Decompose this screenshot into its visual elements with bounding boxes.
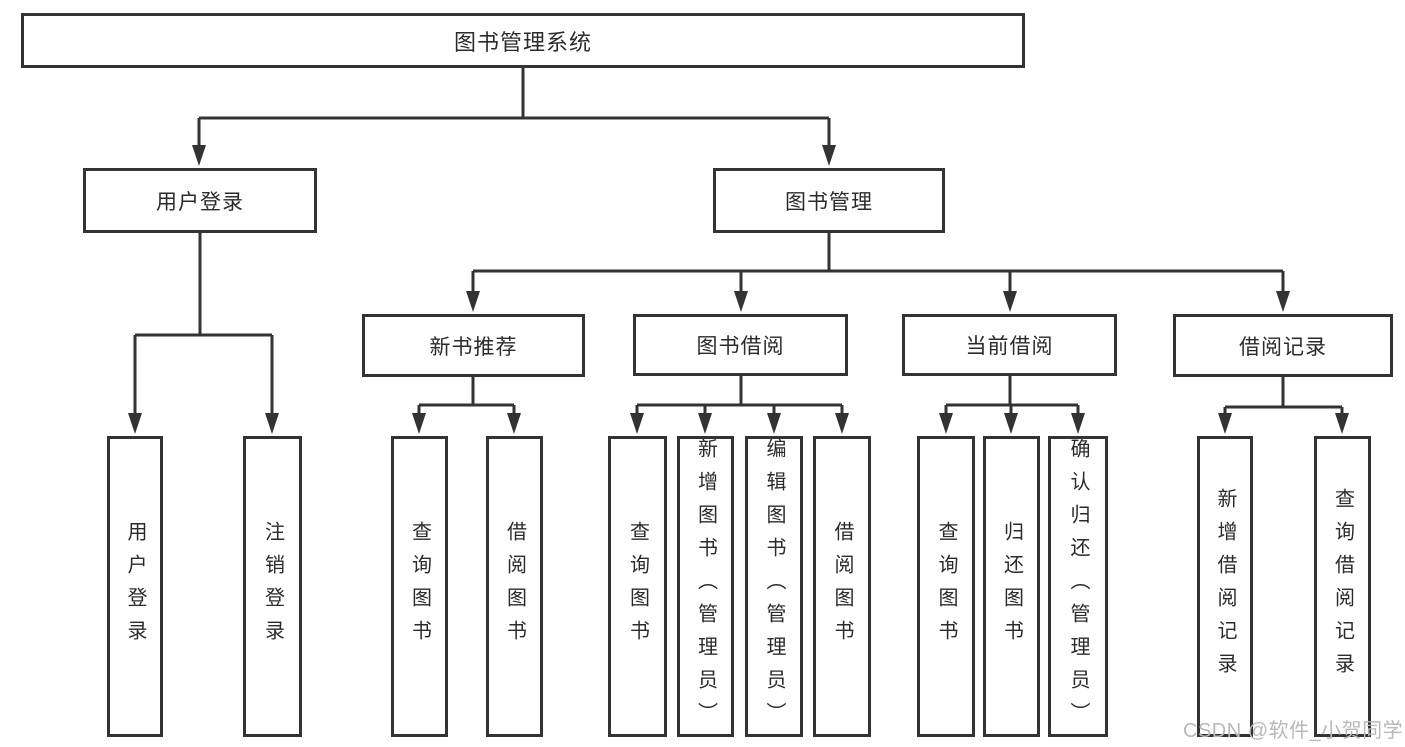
leaf-add-books-admin-label: 新增图书（管理员） bbox=[694, 438, 717, 735]
leaf-add-borrow-record: 新增借阅记录 bbox=[1197, 436, 1253, 737]
leaf-user-login-label: 用户登录 bbox=[124, 520, 146, 653]
leaf-query-books-borrow: 查询图书 bbox=[608, 436, 667, 737]
leaf-confirm-return-admin-label: 确认归还（管理员） bbox=[1067, 438, 1089, 735]
node-user-login: 用户登录 bbox=[83, 168, 317, 233]
leaf-borrow-books-borrow-label: 借阅图书 bbox=[831, 520, 853, 653]
csdn-watermark: CSDN @软件_小贺同学 bbox=[1183, 720, 1404, 742]
node-book-management-label: 图书管理 bbox=[785, 190, 873, 214]
leaf-borrow-books-recommend: 借阅图书 bbox=[486, 436, 543, 737]
node-new-book-recommend: 新书推荐 bbox=[362, 314, 585, 377]
node-borrow-record-label: 借阅记录 bbox=[1239, 335, 1327, 359]
leaf-edit-books-admin-label: 编辑图书（管理员） bbox=[763, 438, 785, 735]
connector-paths bbox=[133, 68, 1344, 418]
node-root-label: 图书管理系统 bbox=[453, 29, 592, 55]
node-borrow-record: 借阅记录 bbox=[1173, 314, 1393, 377]
leaf-query-borrow-record-label: 查询借阅记录 bbox=[1331, 487, 1354, 686]
leaf-borrow-books-recommend-label: 借阅图书 bbox=[503, 520, 526, 653]
node-user-login-label: 用户登录 bbox=[156, 190, 244, 214]
leaf-logout-label: 注销登录 bbox=[261, 520, 284, 653]
leaf-edit-books-admin: 编辑图书（管理员） bbox=[745, 436, 803, 737]
node-book-management: 图书管理 bbox=[713, 168, 945, 233]
node-book-borrow-label: 图书借阅 bbox=[696, 335, 785, 358]
leaf-query-books-borrow-label: 查询图书 bbox=[626, 520, 649, 653]
leaf-logout: 注销登录 bbox=[243, 436, 302, 737]
node-current-borrow-label: 当前借阅 bbox=[965, 335, 1054, 358]
leaf-borrow-books-borrow: 借阅图书 bbox=[813, 436, 871, 737]
node-book-borrow: 图书借阅 bbox=[633, 314, 848, 376]
leaf-query-books-current: 查询图书 bbox=[917, 436, 975, 737]
leaf-confirm-return-admin: 确认归还（管理员） bbox=[1048, 436, 1108, 737]
leaf-add-borrow-record-label: 新增借阅记录 bbox=[1214, 487, 1236, 686]
leaf-return-books-label: 归还图书 bbox=[1000, 520, 1023, 653]
leaf-query-books-current-label: 查询图书 bbox=[935, 520, 957, 653]
node-root: 图书管理系统 bbox=[21, 13, 1025, 68]
leaf-user-login: 用户登录 bbox=[107, 436, 163, 737]
leaf-return-books: 归还图书 bbox=[983, 436, 1040, 737]
leaf-add-books-admin: 新增图书（管理员） bbox=[677, 436, 734, 737]
arrowhead-icons bbox=[128, 145, 1349, 434]
leaf-query-books-recommend: 查询图书 bbox=[391, 436, 448, 737]
leaf-query-borrow-record: 查询借阅记录 bbox=[1314, 436, 1371, 737]
leaf-query-books-recommend-label: 查询图书 bbox=[408, 520, 431, 653]
node-new-book-recommend-label: 新书推荐 bbox=[429, 335, 518, 359]
node-current-borrow: 当前借阅 bbox=[902, 314, 1117, 376]
